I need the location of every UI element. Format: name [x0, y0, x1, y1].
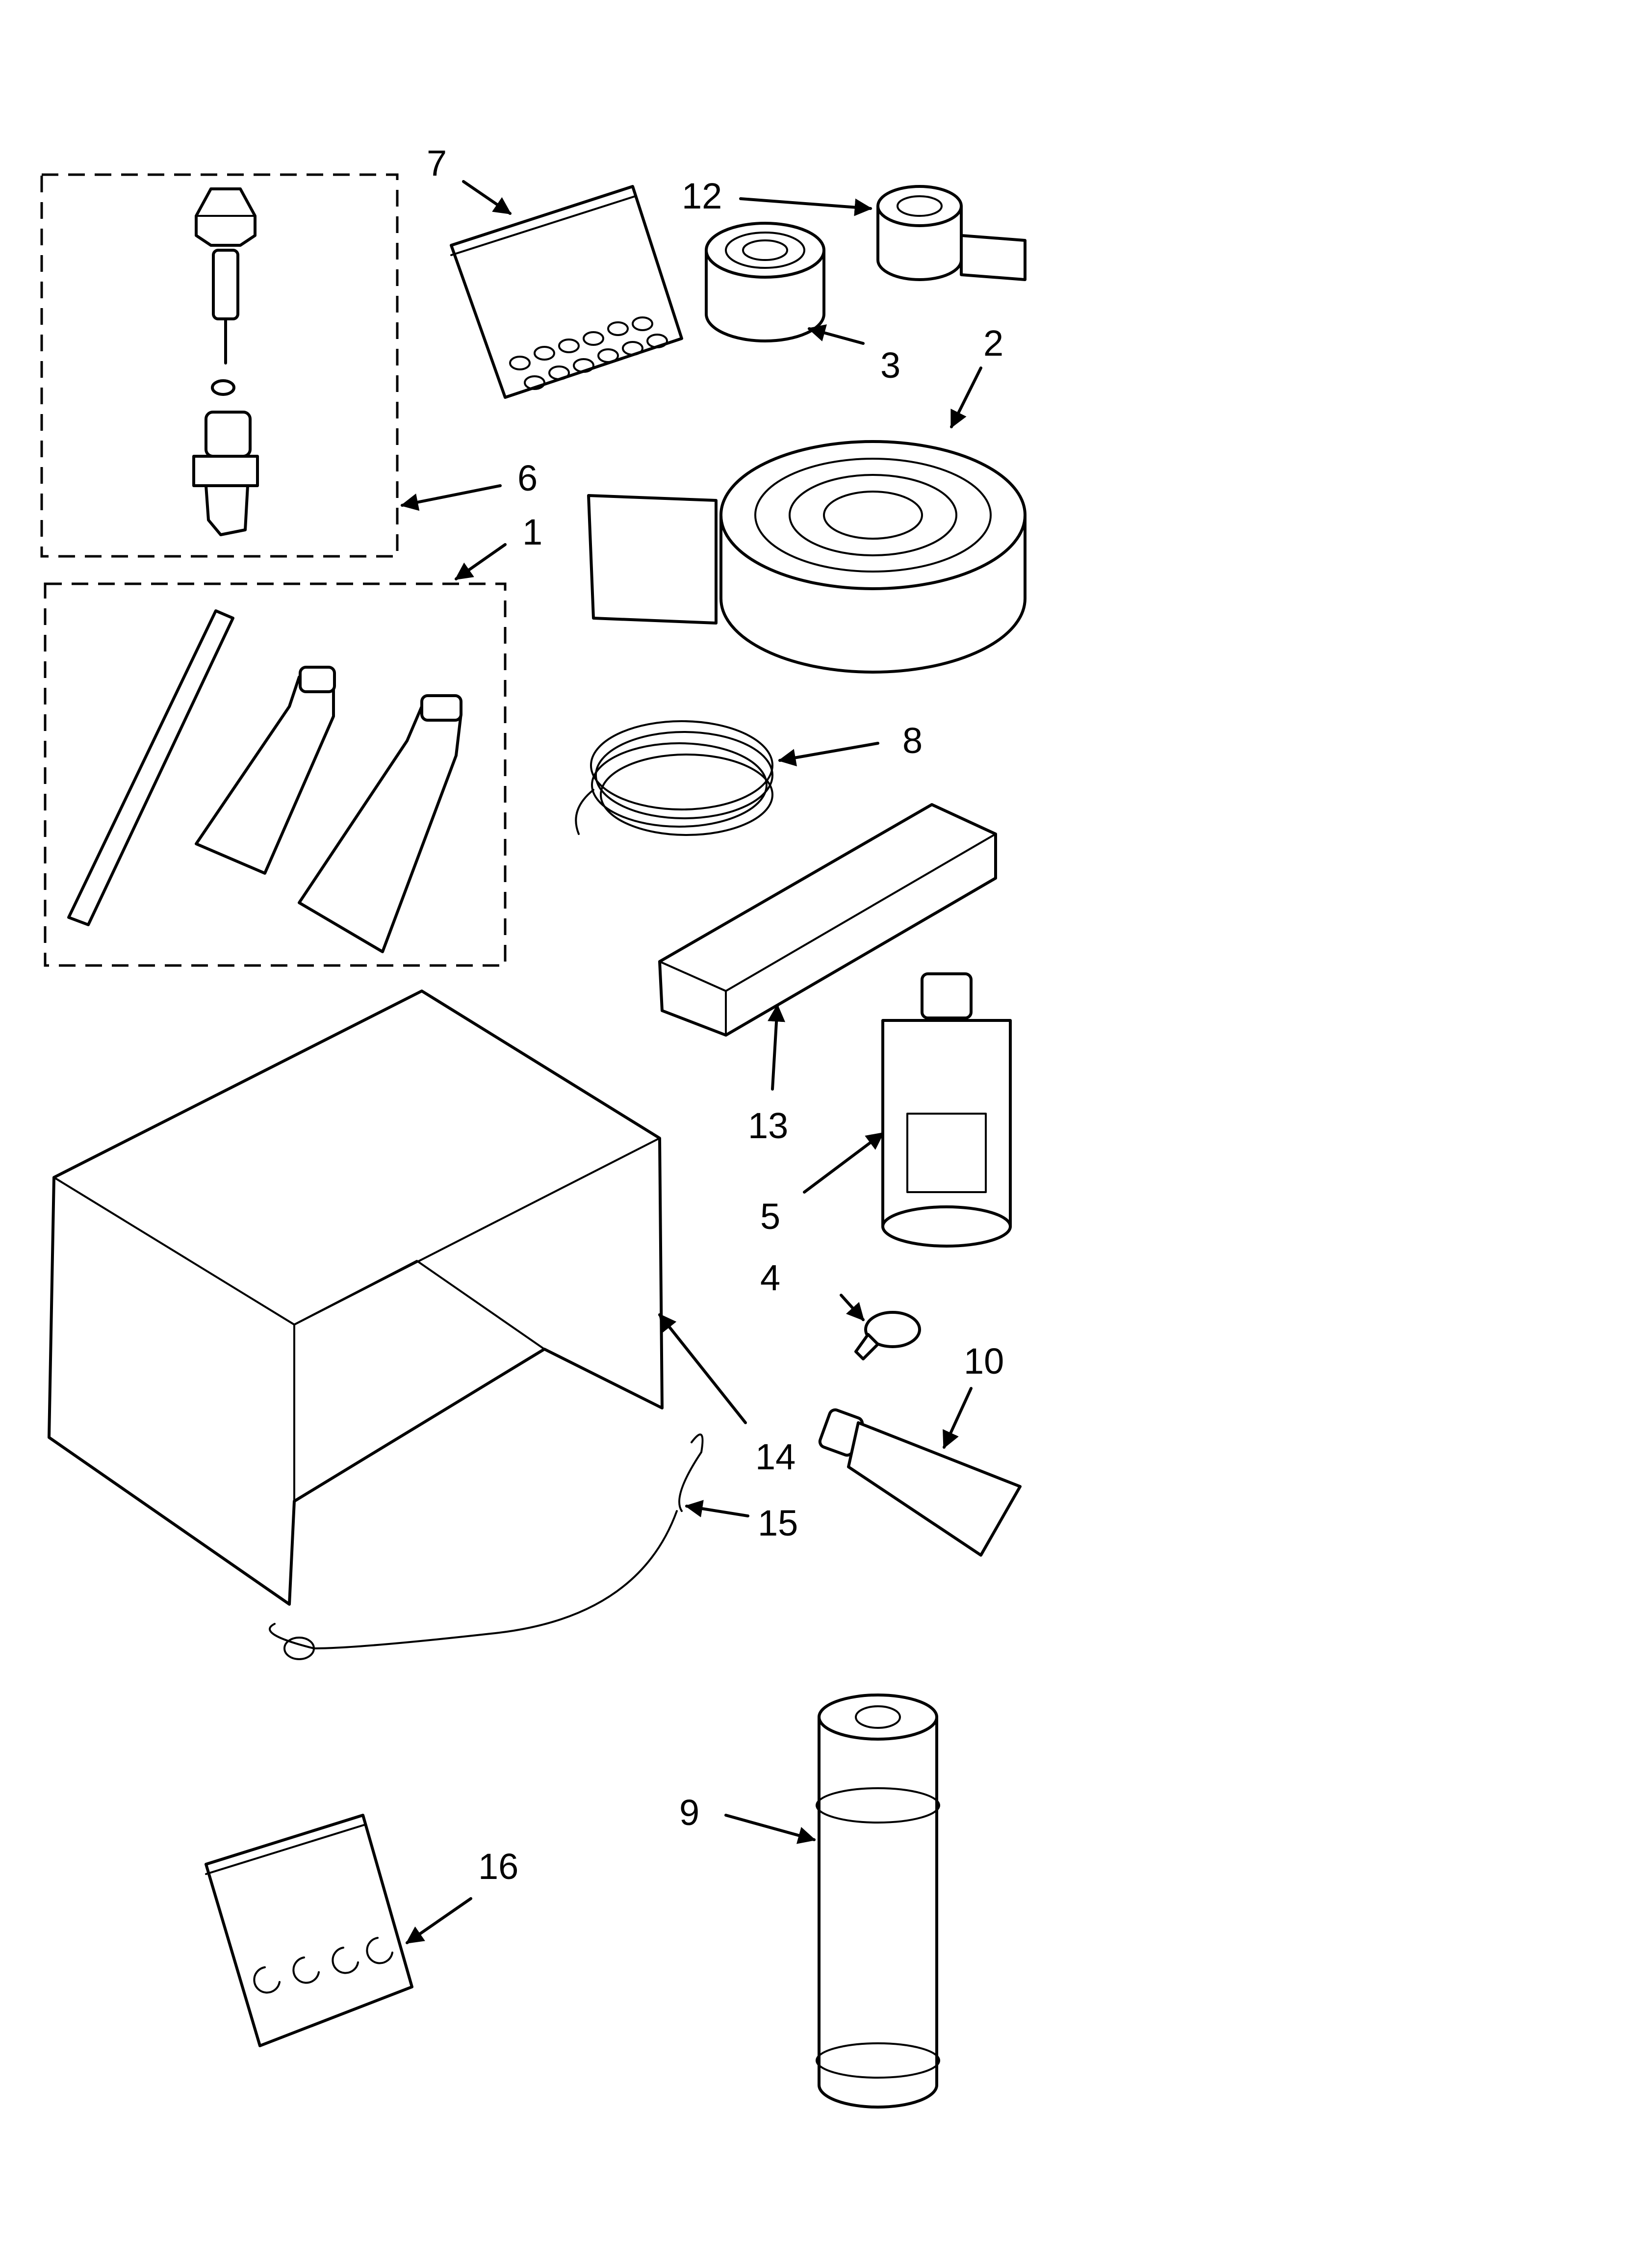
callout-5: 5	[760, 1196, 780, 1237]
part-15-cord	[269, 1434, 704, 1660]
part-2-insulation-roll	[587, 440, 1026, 674]
callout-10: 10	[964, 1341, 1004, 1382]
callout-9: 9	[679, 1792, 699, 1833]
part-8-wire-coil	[575, 720, 773, 836]
part-3-coil	[705, 222, 825, 342]
callout-16: 16	[478, 1846, 518, 1887]
part-10-tube	[818, 1408, 1022, 1557]
callout-15: 15	[758, 1503, 798, 1543]
part-14-cover	[48, 990, 664, 1606]
callout-7: 7	[427, 143, 447, 183]
part-4-cap	[854, 1311, 921, 1360]
part-13-putty-bar	[658, 803, 997, 1037]
part-5-bottle	[881, 972, 1012, 1248]
part-12-tape-roll	[876, 185, 1026, 281]
callout-1: 1	[522, 512, 542, 552]
part-9-can	[816, 1694, 940, 2109]
callout-14: 14	[755, 1436, 795, 1477]
callout-12: 12	[682, 176, 722, 216]
callout-labels: 7 12 3 2 6 1 8 13 5 4 10 14 15 9 16	[427, 143, 1004, 1887]
part-7-screw-bag	[450, 185, 683, 399]
callout-13: 13	[748, 1105, 788, 1146]
callout-8: 8	[902, 720, 923, 761]
callout-2: 2	[983, 323, 1003, 364]
callout-3: 3	[880, 345, 900, 386]
leader-arrows	[400, 180, 982, 1944]
part-6-valve-kit	[40, 173, 399, 558]
callout-6: 6	[517, 458, 538, 498]
callout-4: 4	[760, 1257, 780, 1298]
part-16-clip-bag	[205, 1814, 413, 2047]
part-1-sealant-kit	[44, 582, 507, 967]
